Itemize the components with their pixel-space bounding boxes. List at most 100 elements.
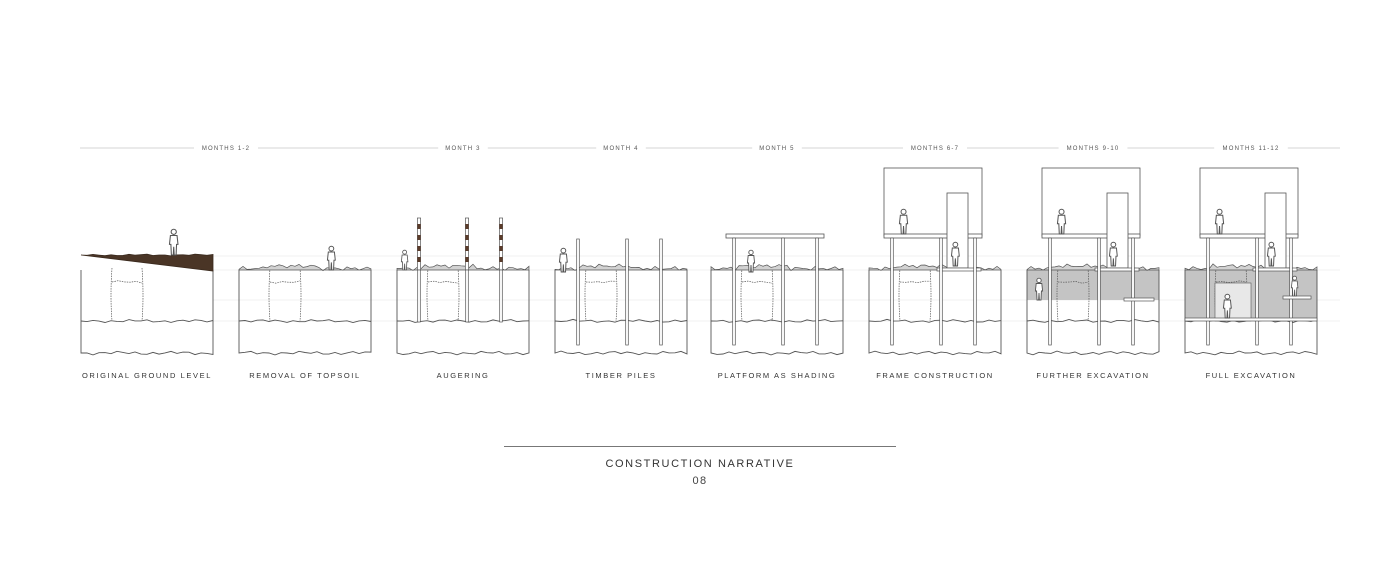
human-figure-icon	[1290, 275, 1299, 297]
pit-outline	[426, 267, 460, 322]
pit-outline	[268, 267, 302, 322]
timeline-month-label: MONTHS 6-7	[911, 146, 959, 152]
timber-pile	[732, 237, 736, 346]
stair-tower	[1106, 192, 1129, 269]
human-figure-icon	[1108, 241, 1118, 267]
auger-marking	[417, 257, 421, 262]
stage-label: FURTHER EXCAVATION	[1036, 371, 1149, 380]
landing	[1252, 267, 1298, 272]
timber-pile	[973, 237, 977, 346]
section-outline	[868, 270, 1002, 356]
section-outline	[554, 270, 688, 356]
timber-pile	[1097, 237, 1101, 346]
human-figure-icon	[746, 249, 756, 273]
timeline-month-label: MONTHS 9-10	[1067, 146, 1120, 152]
timeline-month-label: MONTHS 1-2	[202, 146, 250, 152]
timber-pile	[659, 238, 663, 346]
pit-outline	[110, 267, 144, 322]
human-figure-icon	[400, 249, 409, 271]
frame-structure	[883, 167, 983, 272]
floor-platform	[1199, 233, 1299, 239]
section-outline	[396, 270, 530, 356]
section-outline	[80, 270, 214, 356]
ground-section	[1026, 267, 1160, 356]
stage-label: FRAME CONSTRUCTION	[876, 371, 994, 380]
pit-outline	[1056, 267, 1090, 322]
timber-pile	[781, 237, 785, 346]
human-figure-icon	[326, 245, 336, 271]
floor-platform	[883, 233, 983, 239]
ground-section	[396, 267, 530, 356]
stage-1-section	[80, 228, 214, 356]
timber-pile	[1289, 237, 1293, 346]
auger-marking	[499, 224, 503, 229]
footer: CONSTRUCTION NARRATIVE 08	[504, 446, 896, 487]
ground-mound	[710, 264, 844, 272]
human-figure-icon	[168, 228, 179, 256]
stage-5-section	[710, 233, 844, 356]
lower-landing	[1282, 295, 1312, 300]
stage-label: FULL EXCAVATION	[1206, 371, 1297, 380]
ground-mound	[396, 263, 530, 271]
topsoil-layer	[80, 253, 214, 272]
timeline-month-label: MONTH 3	[445, 146, 480, 152]
landing	[936, 267, 982, 272]
auger-marking	[499, 235, 503, 240]
footer-rule	[504, 446, 896, 447]
stair-tower	[1264, 192, 1287, 269]
timeline-month-label: MONTH 4	[603, 146, 638, 152]
landing	[1094, 267, 1140, 272]
timeline-month-label: MONTHS 11-12	[1223, 146, 1280, 152]
stage-label: ORIGINAL GROUND LEVEL	[82, 371, 212, 380]
human-figure-icon	[950, 241, 960, 267]
auger-marking	[465, 224, 469, 229]
stage-3-section	[396, 217, 530, 356]
stage-2-section	[238, 245, 372, 356]
ground-section	[868, 267, 1002, 356]
timber-pile	[1048, 237, 1052, 346]
stage-sections	[80, 167, 1340, 356]
auger-hole	[465, 269, 469, 323]
timber-pile	[939, 237, 943, 346]
pit-outline	[584, 267, 618, 322]
auger-marking	[417, 224, 421, 229]
stage-8-section	[1184, 167, 1318, 356]
stage-label: AUGERING	[437, 371, 490, 380]
timeline-month-label: MONTH 5	[759, 146, 794, 152]
ground-mound	[238, 263, 372, 272]
human-figure-icon	[1056, 208, 1067, 235]
section-outline	[238, 270, 372, 356]
section-outline	[1184, 270, 1318, 356]
basement-floor	[1184, 317, 1318, 322]
excavated-fill	[1027, 270, 1159, 300]
stage-4-section	[554, 238, 688, 356]
pit-outline	[898, 267, 932, 322]
ground-section	[238, 267, 372, 356]
auger-marking	[417, 246, 421, 251]
lower-landing	[1123, 297, 1155, 302]
timber-pile	[625, 238, 629, 346]
human-figure-icon	[1214, 208, 1225, 235]
footer-number: 08	[692, 475, 708, 487]
auger-marking	[417, 235, 421, 240]
section-outline	[710, 270, 844, 356]
human-figure-icon	[1222, 293, 1232, 319]
auger-marking	[465, 257, 469, 262]
timber-pile	[1131, 237, 1135, 346]
timber-pile	[1255, 237, 1259, 346]
human-figure-icon	[1034, 277, 1044, 301]
timber-pile	[815, 237, 819, 346]
human-figure-icon	[558, 247, 568, 273]
auger-marking	[499, 257, 503, 262]
auger-hole	[417, 269, 421, 323]
frame-structure	[1199, 167, 1299, 272]
frame-structure	[1041, 167, 1141, 272]
timeline: MONTHS 1-2 MONTH 3 MONTH 4 MONTH 5 MONTHS 6-…	[80, 146, 1340, 152]
stage-label: TIMBER PILES	[586, 371, 657, 380]
footer-title: CONSTRUCTION NARRATIVE	[605, 458, 795, 470]
auger-marking	[465, 246, 469, 251]
timber-pile	[890, 237, 894, 346]
timber-pile	[576, 238, 580, 346]
